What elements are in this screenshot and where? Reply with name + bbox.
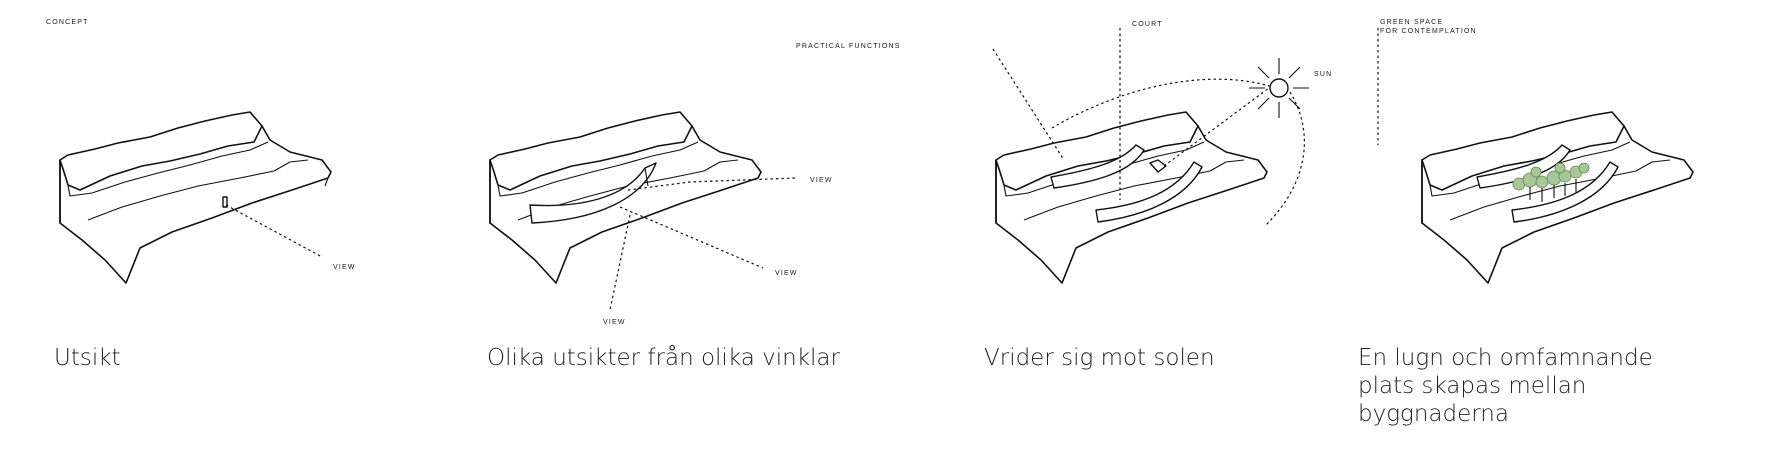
caption-vrider-sig: Vrider sig mot solen	[984, 344, 1215, 372]
panel-lugn-plats: GREEN SPACE FOR CONTEMPLATION En lugn oc…	[1358, 0, 1788, 455]
caption-line: Olika utsikter från olika vinklar	[487, 345, 840, 371]
view-sightline	[225, 204, 323, 258]
building-south	[1511, 161, 1619, 223]
building-small	[1149, 159, 1167, 173]
view-label-lower-right: VIEW	[775, 270, 798, 277]
viewpoint-marker	[222, 196, 228, 208]
caption-line: En lugn och omfamnande	[1358, 345, 1653, 371]
view-label-right: VIEW	[810, 177, 833, 184]
sun-arc-top	[1051, 78, 1277, 129]
view-label-bottom: VIEW	[603, 319, 626, 326]
caption-line: plats skapas mellan	[1358, 373, 1587, 399]
sun-arc-right	[1265, 91, 1305, 226]
building-practical	[1050, 144, 1145, 189]
caption-utsikt: Utsikt	[54, 344, 121, 372]
terrain-sketch-2	[489, 111, 796, 311]
terrain-sketch-3	[992, 28, 1309, 284]
view-sightline-lower-right	[619, 206, 764, 269]
terrain-block	[995, 111, 1268, 284]
caption-lugn-plats: En lugn och omfamnande plats skapas mell…	[1358, 344, 1653, 428]
panel-olika-utsikter: VIEW VIEW VIEW Olika utsikter från olika…	[430, 0, 870, 455]
sun-ray-sightline	[1163, 87, 1270, 167]
sun-icon	[1249, 58, 1309, 118]
court-label: COURT	[1132, 21, 1163, 28]
terrain-block	[59, 111, 332, 284]
practical-functions-label: PRACTICAL FUNCTIONS	[796, 43, 901, 50]
terrain-block	[1421, 111, 1694, 284]
caption-line: Utsikt	[54, 345, 121, 371]
panel-vrider-sig: PRACTICAL FUNCTIONS COURT SUN Vrider sig…	[796, 0, 1376, 455]
green-space-line-2: FOR CONTEMPLATION	[1380, 28, 1477, 35]
building-court	[1095, 161, 1203, 223]
caption-line: byggnaderna	[1358, 401, 1509, 427]
practical-leader	[992, 48, 1065, 161]
sun-label: SUN	[1314, 71, 1333, 78]
caption-olika-utsikter: Olika utsikter från olika vinklar	[487, 344, 840, 372]
view-sightline-right	[627, 177, 796, 191]
curved-building	[529, 162, 657, 224]
trees-icon	[1512, 162, 1590, 202]
green-space-label: GREEN SPACE FOR CONTEMPLATION	[1380, 18, 1477, 36]
green-space-line-1: GREEN SPACE	[1380, 19, 1444, 26]
terrain-sketch-1	[59, 111, 332, 284]
panel-utsikt: VIEW Utsikt	[0, 0, 440, 455]
building-north	[1476, 144, 1571, 189]
concept-heading: CONCEPT	[46, 19, 89, 26]
view-label: VIEW	[333, 264, 356, 271]
terrain-sketch-4	[1377, 28, 1694, 284]
view-sightline-bottom	[609, 214, 631, 311]
caption-line: Vrider sig mot solen	[984, 345, 1215, 371]
